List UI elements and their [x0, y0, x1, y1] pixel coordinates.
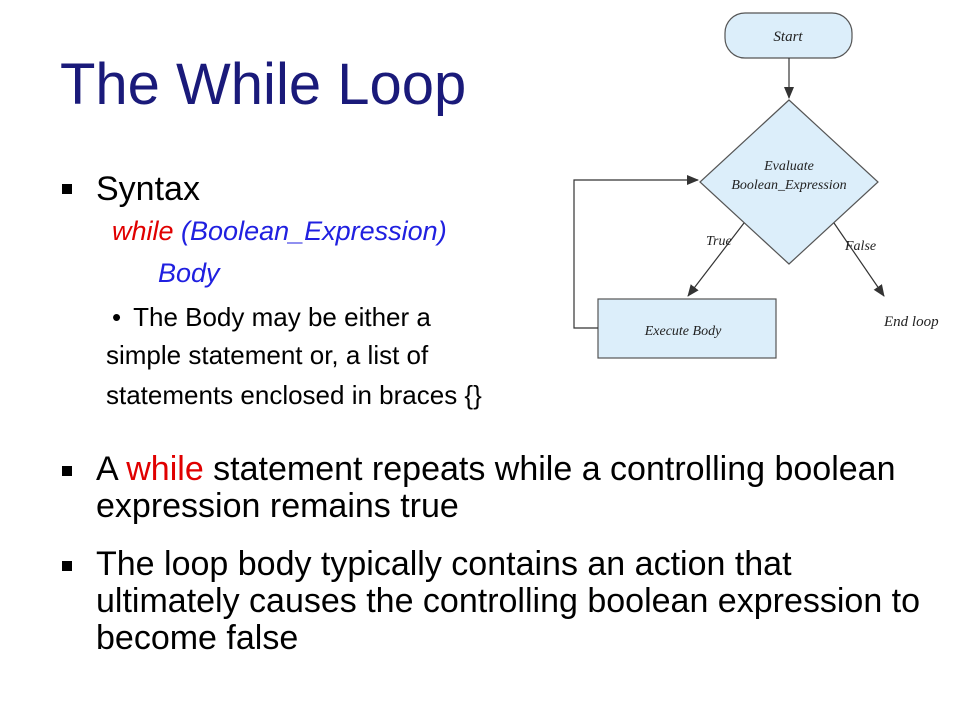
false-label: False: [844, 239, 876, 254]
arrow-false-branch: [833, 222, 885, 297]
syntax-note-line-2: simple statement or, a list of: [106, 340, 429, 370]
boolean-expression: (Boolean_Expression): [173, 216, 447, 246]
true-label: True: [706, 234, 732, 249]
syntax-while-line: while (Boolean_Expression): [112, 216, 447, 247]
while-keyword: while: [112, 216, 174, 246]
syntax-body-line: Body: [158, 258, 220, 288]
execute-body-node: [597, 298, 777, 359]
execute-body-label: Execute Body: [644, 324, 722, 339]
bullet-while-statement: A while statement repeats while a contro…: [96, 450, 896, 525]
decision-label-line-2: Boolean_Expression: [731, 178, 846, 193]
end-loop-label: End loop: [883, 314, 939, 330]
bullet-square-icon: [62, 561, 72, 571]
syntax-heading: Syntax: [96, 170, 200, 208]
while-keyword: while: [126, 450, 204, 488]
decision-label-line-1: Evaluate: [763, 159, 814, 174]
small-bullet-icon: •: [112, 302, 122, 332]
bullet-square-icon: [62, 184, 72, 194]
start-label: Start: [773, 29, 803, 45]
syntax-note-line-3: statements enclosed in braces {}: [106, 380, 482, 410]
bullet-square-icon: [62, 466, 72, 476]
arrow-loop-back: [573, 175, 699, 329]
arrow-true-branch: [687, 222, 745, 297]
decision-node: [699, 99, 879, 265]
syntax-note-line-1: •The Body may be either a: [112, 302, 431, 332]
slide-title: The While Loop: [60, 52, 467, 117]
bullet-loop-body: The loop body typically contains an acti…: [96, 545, 921, 657]
